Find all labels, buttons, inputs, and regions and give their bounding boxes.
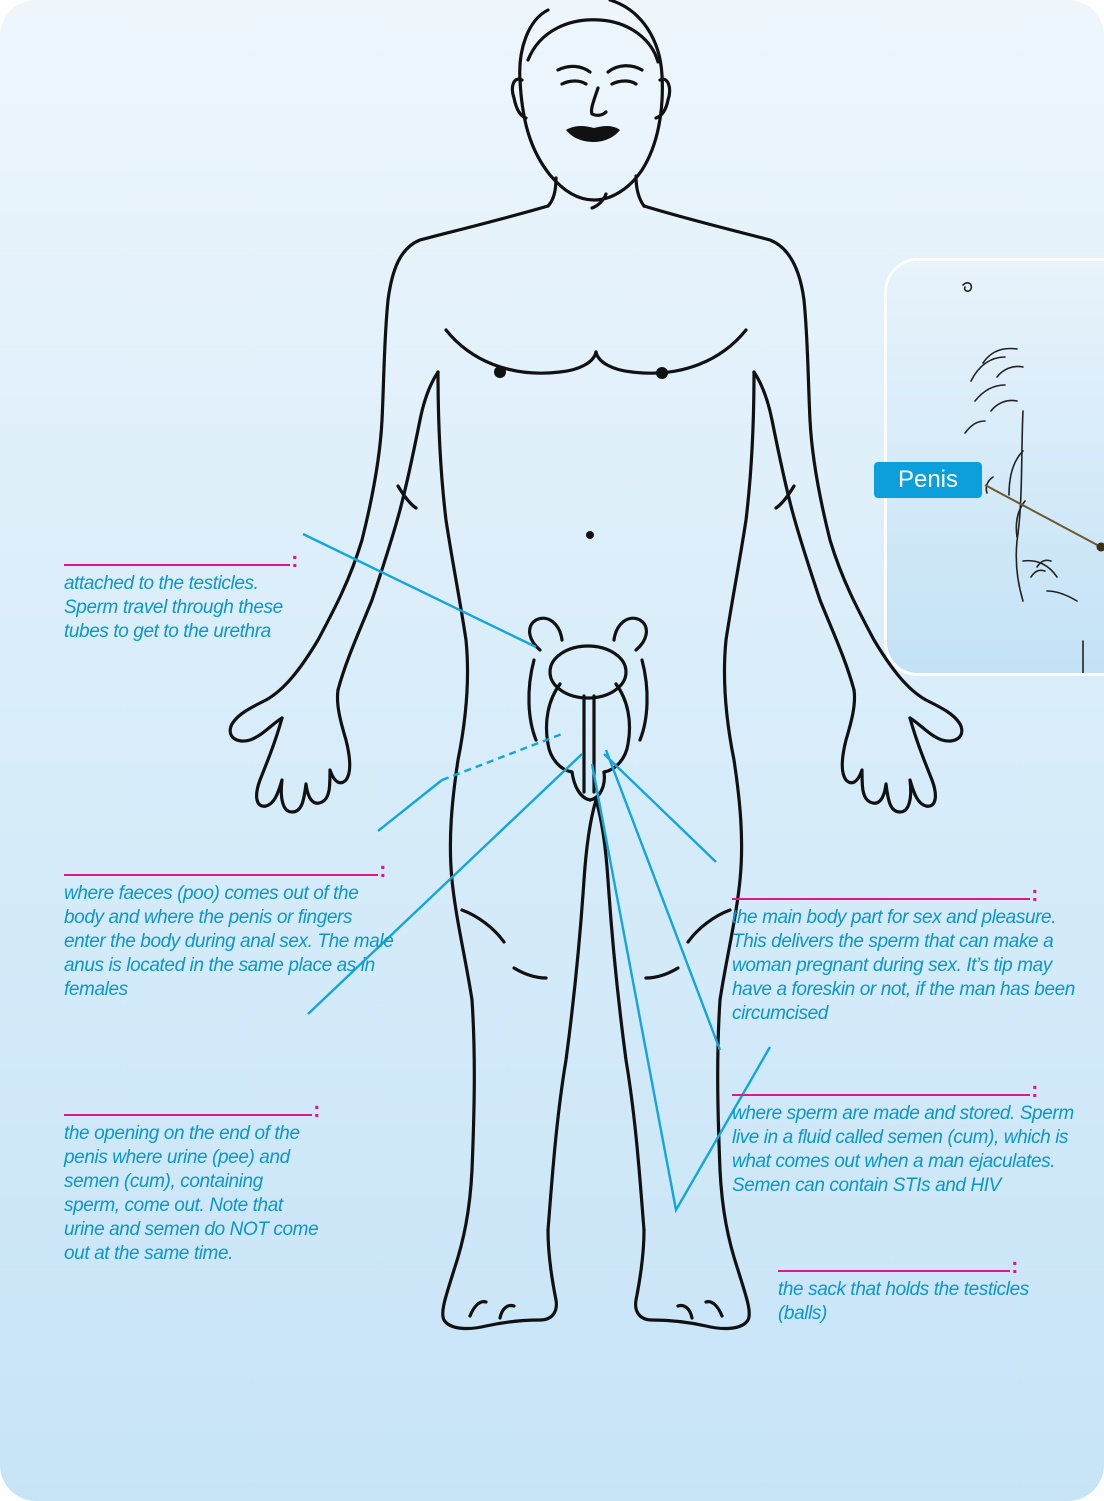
- answer-blank[interactable]: :: [64, 856, 378, 876]
- blank-colon: :: [1011, 1254, 1018, 1278]
- answer-blank[interactable]: :: [778, 1252, 1010, 1272]
- blank-colon: :: [379, 858, 386, 882]
- blank-colon: :: [1031, 1078, 1038, 1102]
- label-description: attached to the testicles. Sperm travel …: [64, 572, 304, 644]
- answer-blank[interactable]: :: [64, 546, 290, 566]
- label-scrotum: : the sack that holds the testicles (bal…: [778, 1252, 1058, 1326]
- label-vas-deferens: : attached to the testicles. Sperm trave…: [64, 546, 354, 644]
- penis-tag: Penis: [874, 462, 982, 498]
- answer-blank[interactable]: :: [732, 1076, 1030, 1096]
- label-description: where faeces (poo) comes out of the body…: [64, 882, 394, 1002]
- blank-colon: :: [1031, 882, 1038, 906]
- blank-colon: :: [313, 1098, 320, 1122]
- label-description: the opening on the end of the penis wher…: [64, 1122, 322, 1266]
- label-anus: : where faeces (poo) comes out of the bo…: [64, 856, 404, 1002]
- answer-blank[interactable]: :: [732, 880, 1030, 900]
- label-urethra-opening: : the opening on the end of the penis wh…: [64, 1096, 334, 1266]
- label-description: the sack that holds the testicles (balls…: [778, 1278, 1038, 1326]
- label-testicles: : where sperm are made and stored. Sperm…: [732, 1076, 1082, 1198]
- label-penis: : the main body part for sex and pleasur…: [732, 880, 1082, 1026]
- blank-colon: :: [291, 548, 298, 572]
- answer-blank[interactable]: :: [64, 1096, 312, 1116]
- label-description: where sperm are made and stored. Sperm l…: [732, 1102, 1077, 1198]
- label-description: the main body part for sex and pleasure.…: [732, 906, 1077, 1026]
